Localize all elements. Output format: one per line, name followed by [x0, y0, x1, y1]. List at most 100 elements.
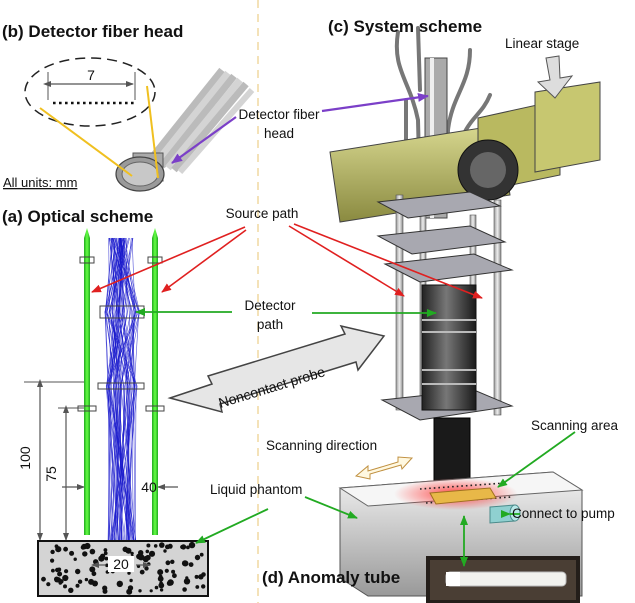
fiber-bundle — [147, 67, 255, 174]
scatterer-dot — [153, 544, 158, 548]
scatterer-dot — [194, 554, 201, 561]
source-arrow-3 — [288, 225, 405, 297]
scatterer-dot — [157, 569, 164, 576]
lens-tube — [421, 284, 477, 411]
source-ray-fan — [104, 237, 140, 541]
scatterer-dot — [51, 568, 55, 573]
scatterer-dot — [122, 546, 129, 553]
scatterer-dot — [55, 567, 60, 573]
scatterer-dot — [201, 572, 206, 577]
scatterer-dot — [188, 541, 196, 549]
scatterer-dot — [73, 557, 77, 561]
scatterer-dot — [64, 569, 69, 574]
scatterer-dot — [75, 568, 81, 575]
detector-path-label-line1: Detector — [244, 298, 296, 313]
source-arrow-2 — [161, 229, 247, 293]
zoom-line-left — [39, 107, 133, 177]
scatterer-dot — [93, 559, 99, 565]
scatterer-dot — [195, 585, 200, 589]
detector-beam-left — [84, 228, 90, 535]
scatterer-dot — [148, 550, 156, 557]
source-ray — [117, 237, 131, 541]
linear-stage-end — [534, 81, 601, 173]
scatterer-dot — [188, 562, 194, 567]
liquid-phantom-arrow-left — [195, 508, 269, 544]
scatterer-dot — [154, 585, 159, 590]
scatterer-dot — [180, 544, 187, 550]
source-ray — [108, 237, 124, 541]
source-path-label: Source path — [226, 206, 299, 221]
scatterer-dot — [170, 559, 175, 564]
source-ray — [109, 237, 128, 541]
scanning-direction-arrow — [354, 456, 414, 480]
fiber-head-arrow-left — [171, 116, 237, 164]
panel-b — [24, 57, 255, 192]
scatterer-dot — [144, 566, 149, 571]
scatterer-dot — [63, 584, 67, 589]
scatterer-dot — [145, 554, 151, 561]
photo-tube-cap — [446, 572, 460, 586]
scatterer-dot — [82, 551, 88, 557]
scatterer-dot — [69, 550, 75, 556]
scatterer-dot — [159, 542, 165, 548]
panel-d — [426, 556, 580, 603]
scanning-area-arrow — [497, 431, 576, 488]
source-ray — [104, 237, 130, 541]
zoom-ellipse — [24, 57, 156, 127]
scatterer-dot — [172, 573, 177, 579]
source-ray — [108, 237, 119, 541]
panel-b-title: (b) Detector fiber head — [2, 22, 183, 41]
scatterer-dot — [165, 560, 171, 566]
source-ray — [109, 237, 137, 541]
scatterer-dot — [171, 569, 176, 574]
scatterer-dot — [103, 548, 108, 552]
source-ray — [115, 237, 137, 541]
scatterer-dot — [164, 568, 169, 573]
dim-label-7: 7 — [87, 67, 95, 83]
scatterer-dot — [91, 571, 97, 577]
scatterer-dot — [146, 543, 151, 548]
panel-a-title: (a) Optical scheme — [2, 207, 153, 226]
linear-stage-arrow — [536, 55, 574, 99]
scatterer-dot — [92, 580, 98, 587]
scatterer-dot — [77, 579, 83, 584]
liquid-phantom-arrow-right — [304, 496, 358, 519]
source-ray — [106, 237, 125, 541]
dim-label-75: 75 — [43, 466, 59, 482]
dim-label-40: 40 — [141, 479, 157, 495]
lens-tube-rings — [422, 319, 476, 385]
connect-to-pump-label: Connect to pump — [512, 506, 615, 521]
panel-a — [24, 228, 209, 597]
rotation-mount-inner — [470, 152, 506, 188]
units-label: All units: mm — [3, 175, 77, 190]
panel-c-title: (c) System scheme — [328, 17, 482, 36]
scatterer-dot — [127, 571, 131, 575]
source-ray — [119, 237, 140, 541]
source-ray — [108, 237, 132, 541]
scatterer-dot — [183, 578, 191, 585]
panel-c — [329, 26, 601, 597]
detector-fiber-head-label-line1: Detector fiber — [238, 107, 320, 122]
detector-beam-right — [152, 228, 158, 535]
detector-path-label-line2: path — [257, 317, 283, 332]
scatterer-dot — [50, 558, 55, 563]
scatterer-dot — [181, 560, 189, 567]
source-arrow-4 — [293, 223, 483, 299]
scatterer-dot — [62, 577, 66, 581]
scatterer-dot — [103, 551, 108, 556]
scatterer-dot — [167, 579, 174, 586]
scatterer-dot — [50, 549, 55, 555]
source-ray — [105, 237, 113, 541]
scatterer-dot — [57, 571, 63, 577]
phantom-scatterers — [41, 541, 206, 595]
scatterer-dot — [84, 577, 89, 582]
scatterer-dot — [126, 588, 133, 595]
photo-tube — [445, 571, 567, 587]
scatterer-dot — [163, 549, 167, 553]
scanning-area-label: Scanning area — [531, 418, 619, 433]
scatterer-dot — [145, 549, 150, 554]
scatterer-dot — [158, 582, 165, 589]
scatterer-dot — [136, 553, 142, 560]
